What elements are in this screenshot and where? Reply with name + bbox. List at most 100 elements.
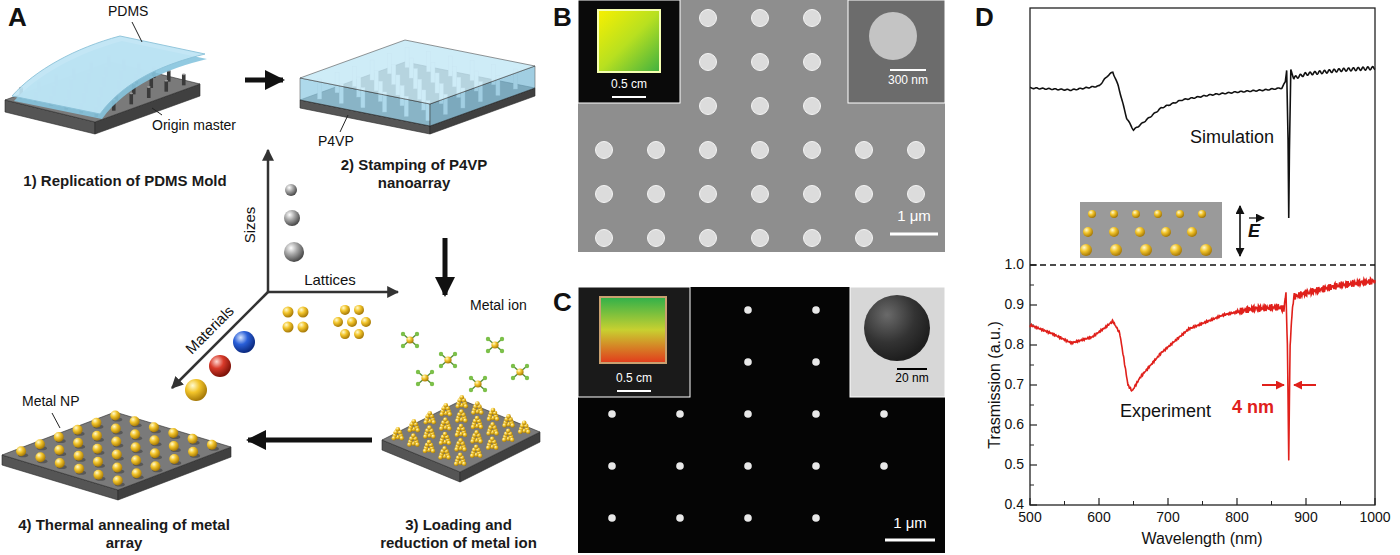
metal-cluster [474, 445, 479, 450]
metal-nanoparticle [73, 425, 83, 435]
size-sphere [284, 210, 300, 226]
metal-nanoparticle [1154, 210, 1162, 218]
metal-nanoparticle [1083, 227, 1093, 237]
ion-ligand [500, 337, 504, 341]
metal-nanoparticle [131, 455, 141, 465]
metal-cluster [423, 434, 428, 439]
metal-nanoparticle [168, 428, 178, 438]
metal-nanoparticle [35, 452, 45, 462]
nanoparticle-dot [880, 410, 888, 418]
tick-label: 0.8 [1005, 337, 1024, 352]
metal-nanoparticle [1161, 227, 1171, 237]
nanoparticle-dot [752, 186, 769, 203]
step4-illustration [2, 411, 231, 501]
tick-mark [1167, 498, 1168, 505]
lattice-particle [283, 307, 294, 318]
metal-cluster [490, 437, 495, 442]
ion-ligand [439, 352, 443, 356]
nanoparticle-dot [596, 230, 613, 247]
metal-cluster [502, 423, 507, 428]
ion-ligand [511, 376, 515, 380]
metal-cluster [455, 418, 460, 423]
caption-group: 3) Loading and reduction of metal ion [372, 516, 545, 552]
nanoparticle-dot [744, 462, 752, 470]
ion-ligand [416, 382, 420, 386]
sample-photo [598, 10, 660, 72]
metal-cluster [454, 447, 459, 452]
metal-cluster [459, 424, 464, 429]
substrate-side [2, 455, 118, 500]
step3-illustration [382, 332, 540, 482]
metal-nanoparticle [169, 454, 179, 464]
metal-cluster [438, 455, 443, 460]
metal-ion [444, 356, 451, 363]
nanoparticle-dot [804, 186, 821, 203]
tick-mark [1133, 501, 1134, 505]
ion-ligand [486, 349, 490, 353]
tick-mark [1030, 424, 1037, 425]
nanoparticle-dot [856, 142, 873, 159]
ion-ligand [401, 344, 405, 348]
metal-nanoparticle [1132, 210, 1140, 218]
metal-cluster [440, 412, 445, 417]
tick-label: 500 [1018, 510, 1041, 525]
tick-mark [1030, 464, 1037, 465]
axis-arrow [268, 291, 398, 294]
nanoparticle-dot [676, 514, 684, 522]
metal-cluster [443, 432, 448, 437]
tick-mark [1030, 384, 1037, 385]
nanoparticle-dot [752, 54, 769, 71]
nanoparticle-dot [804, 10, 821, 27]
nanoparticle-dot [908, 186, 925, 203]
plot-frame [1030, 8, 1375, 505]
nanoparticle-dot [744, 514, 752, 522]
ion-ligand [511, 364, 515, 368]
metal-nanoparticle [93, 470, 103, 480]
tick-mark [1030, 344, 1037, 345]
part-label: PDMS [108, 4, 148, 19]
pillar [164, 81, 168, 92]
caption-group: 4) Thermal annealing of metal array [9, 516, 239, 552]
nanoparticle-dot [752, 98, 769, 115]
ion-ligand [483, 376, 487, 380]
metal-cluster [392, 436, 397, 441]
metal-cluster [494, 446, 499, 451]
metal-ion [491, 341, 498, 348]
nanoparticle-tem [864, 295, 930, 361]
metal-nanoparticle [132, 468, 142, 478]
nanoparticle-dot [812, 462, 820, 470]
metal-cluster [444, 403, 449, 408]
metal-cluster [432, 420, 437, 425]
metal-cluster [522, 421, 527, 426]
metal-nanoparticle [131, 442, 141, 452]
step-panel: 1) Replication of PDMS Mold [5, 5, 245, 190]
ion-ligand [453, 352, 457, 356]
metal-cluster [446, 455, 451, 460]
panel-letter: C [553, 288, 572, 317]
metal-nanoparticle [150, 461, 160, 471]
process-arrow [443, 238, 448, 295]
axis-label: Sizes [242, 207, 259, 244]
metal-cluster [439, 426, 444, 431]
metal-nanoparticle [207, 440, 217, 450]
metal-cluster [478, 454, 483, 459]
metal-cluster [411, 433, 416, 438]
tick-mark [1374, 498, 1375, 505]
pillar [129, 93, 133, 104]
metal-cluster [458, 453, 463, 458]
tick-label: 0.9 [1005, 297, 1024, 312]
metal-nanoparticle [111, 424, 121, 434]
tick-label: 0.4 [1005, 497, 1024, 512]
axis-arrow [267, 150, 270, 292]
part-label: Metal NP [22, 394, 80, 409]
sem-image [578, 0, 945, 252]
axis-title: Trasmission (a.u.) [986, 321, 1004, 448]
tick-label: 600 [1087, 510, 1110, 525]
metal-cluster [475, 401, 480, 406]
size-sphere [285, 184, 297, 196]
nanoparticle-dot [744, 306, 752, 314]
metal-cluster [471, 425, 476, 430]
nanoparticle-dot [744, 358, 752, 366]
ion-ligand [430, 382, 434, 386]
zoom-inset [848, 0, 945, 103]
